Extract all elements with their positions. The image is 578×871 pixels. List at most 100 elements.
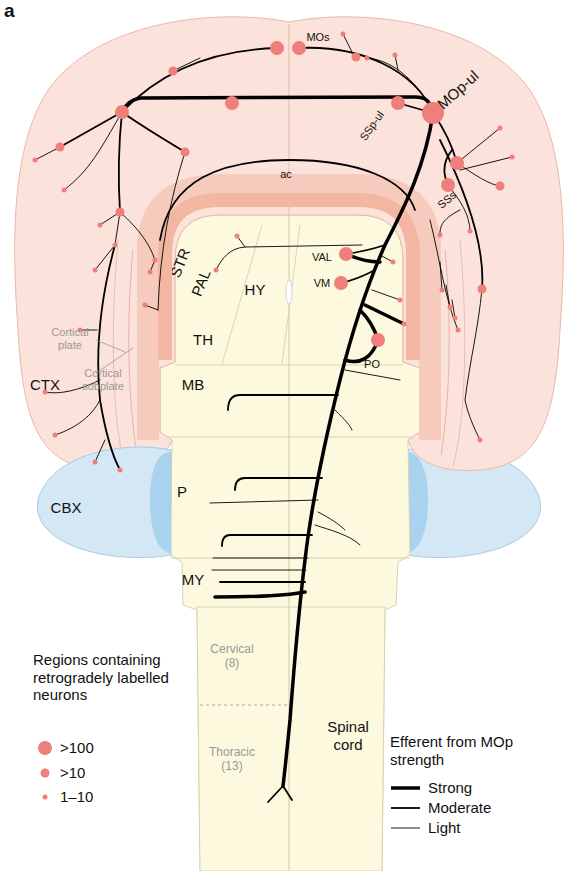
labelled-region-dot <box>153 258 158 263</box>
moderate-projection <box>119 112 122 212</box>
labelled-region-dot <box>270 41 284 55</box>
region-name: CBX <box>51 499 82 517</box>
labelled-region-dot <box>116 208 125 217</box>
moderate-projection <box>60 112 122 147</box>
brain-region: HY <box>232 230 342 360</box>
legend-text: >100 <box>60 739 94 757</box>
labelled-region-dot <box>43 390 48 395</box>
labelled-region-dot <box>235 234 240 239</box>
moderate-projection <box>283 786 292 800</box>
labelled-region-dot <box>341 32 346 37</box>
region-name: MB <box>182 376 205 394</box>
labelled-region-dot <box>510 155 515 160</box>
light-projection <box>457 163 500 186</box>
moderate-projection <box>122 112 185 152</box>
light-projection <box>158 152 185 310</box>
moderate-projection <box>268 786 283 802</box>
legend-heading: Efferent from MOp strength <box>390 733 540 768</box>
cerebellum-region: CBX <box>30 440 172 565</box>
light-projection <box>95 245 115 270</box>
light-projection <box>440 210 460 235</box>
region-abbrev: SSp-ul <box>357 109 387 143</box>
labelled-region-dot <box>93 460 98 465</box>
labelled-region-dot <box>339 247 353 261</box>
region-abbrev: VAL <box>312 251 332 264</box>
light-projection <box>120 212 155 260</box>
region-abbrev: PO <box>364 358 380 371</box>
labelled-region-dot <box>33 158 38 163</box>
light-projection <box>460 157 512 170</box>
labelled-region-dot <box>352 53 361 62</box>
light-projection <box>335 410 352 430</box>
labelled-region-dot <box>292 41 306 55</box>
legend-sample <box>391 808 420 809</box>
region-name: Cervical (8) <box>205 642 260 670</box>
moderate-projection <box>122 48 277 112</box>
labelled-region-dot <box>181 148 190 157</box>
labelled-region-dot <box>115 105 129 119</box>
plate-boundary <box>113 240 125 466</box>
light-projection <box>452 300 455 318</box>
light-projection <box>212 570 306 571</box>
band-shape <box>165 200 413 360</box>
labelled-region-dot <box>98 223 103 228</box>
moderate-projection <box>299 48 433 113</box>
legend-line <box>391 807 420 809</box>
legend-sample <box>43 795 48 800</box>
labelled-region-dot <box>148 270 153 275</box>
labelled-region-dot <box>453 316 458 321</box>
light-projection <box>465 289 482 440</box>
labelled-region-dot <box>62 188 67 193</box>
labelled-region-dot <box>398 298 403 303</box>
labelled-region-dot <box>498 126 503 131</box>
strong-projection <box>122 97 433 113</box>
strong-projection <box>365 305 404 324</box>
cortex-region: CTXSTRPAL <box>0 0 578 480</box>
legend-dot <box>43 795 48 800</box>
moderate-projection <box>98 245 120 470</box>
ventricle <box>286 280 292 304</box>
spinal-cord: Spinal cordCervical (8)Thoracic (13) <box>197 607 385 871</box>
moderate-projection <box>220 581 305 583</box>
plate-boundary <box>453 240 465 466</box>
labelled-region-dot <box>478 285 487 294</box>
strong-projection <box>215 592 305 597</box>
band-shape <box>148 185 430 440</box>
region-abbrev: MOp-ul <box>434 67 482 113</box>
light-projection <box>55 400 100 435</box>
legend-line <box>391 828 420 829</box>
brain-region: MB <box>160 366 403 436</box>
legend-line <box>391 786 420 790</box>
moderate-projection <box>228 395 338 410</box>
region-abbrev: SSs <box>435 189 459 212</box>
labelled-region-dot <box>56 143 65 152</box>
legend-sample <box>41 769 50 778</box>
labelled-region-dot <box>393 53 398 58</box>
light-projection <box>95 440 105 462</box>
labelled-region-dot <box>438 233 443 238</box>
cord-segment: Cervical (8) <box>197 607 289 705</box>
tract-abbrev: ac <box>280 168 292 181</box>
labelled-region-dot <box>450 156 464 170</box>
cerebellum-lobe <box>37 447 171 557</box>
labelled-region-dot <box>478 438 483 443</box>
panel-letter: a <box>4 0 15 22</box>
legend-text: 1–10 <box>60 788 93 806</box>
layer-label: Cortical subplate <box>76 367 131 393</box>
cortex-outline <box>15 17 564 471</box>
subplate-boundary <box>129 250 137 455</box>
labelled-region-dot <box>371 333 385 347</box>
legend-dot <box>41 769 50 778</box>
region-name: HY <box>245 281 266 299</box>
light-projection <box>213 558 308 559</box>
leader-line <box>96 340 125 352</box>
brain-region: P <box>170 438 410 557</box>
labelled-region-dot <box>93 268 98 273</box>
legend-text: Moderate <box>428 799 491 817</box>
subplate-boundary <box>441 250 449 455</box>
labelled-region-dot <box>334 276 348 290</box>
labelled-region-dot <box>143 303 148 308</box>
labelled-region-dot <box>456 328 461 333</box>
legend-sample <box>38 741 52 755</box>
